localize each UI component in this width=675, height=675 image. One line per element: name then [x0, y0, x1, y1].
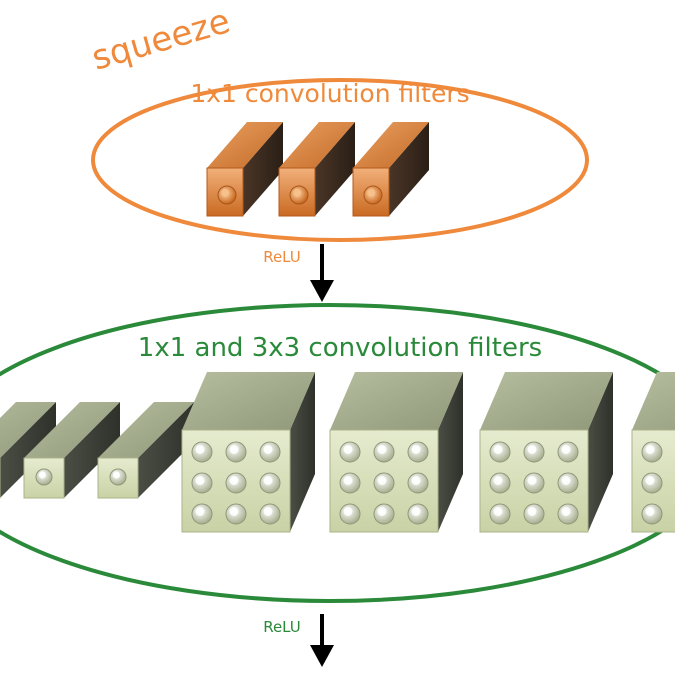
filter-knob [289, 185, 309, 205]
expand-small-filter [0, 402, 56, 499]
filter-knob [557, 441, 579, 463]
expand-small-filter [23, 402, 120, 499]
expand-ellipse [0, 303, 675, 603]
relu-label-bottom: ReLU [263, 618, 301, 636]
squeeze-filter [352, 122, 429, 217]
filter-knob [373, 472, 395, 494]
expand-filter-group [0, 372, 675, 533]
filter-knob [407, 472, 429, 494]
squeeze-filter-group [206, 122, 429, 217]
squeeze-filter [206, 122, 283, 217]
relu-label-top: ReLU [263, 248, 301, 266]
expand-large-filter [631, 372, 675, 533]
filter-knob [225, 441, 247, 463]
filter-knob [523, 441, 545, 463]
filter-knob [641, 472, 663, 494]
expand-large-filter [181, 372, 315, 533]
expand-large-filter [479, 372, 613, 533]
filter-knob [191, 441, 213, 463]
squeeze-filter [278, 122, 355, 217]
filter-knob [557, 472, 579, 494]
filter-knob [523, 503, 545, 525]
filter-knob [225, 503, 247, 525]
filter-knob [339, 503, 361, 525]
filter-knob [225, 472, 247, 494]
expand-small-filter [97, 402, 194, 499]
squeeze-title: squeeze [87, 1, 234, 78]
filter-knob [641, 503, 663, 525]
filter-knob [217, 185, 237, 205]
filter-knob [407, 503, 429, 525]
filter-knob [373, 503, 395, 525]
filter-knob [407, 441, 429, 463]
squeeze-subtitle: 1x1 convolution filters [190, 79, 469, 108]
filter-knob [523, 472, 545, 494]
filter-knob [259, 503, 281, 525]
filter-knob [191, 503, 213, 525]
expand-large-filter [329, 372, 463, 533]
filter-knob [489, 472, 511, 494]
filter-knob [191, 472, 213, 494]
filter-knob [641, 441, 663, 463]
filter-knob [489, 503, 511, 525]
filter-knob [109, 468, 127, 486]
filter-knob [363, 185, 383, 205]
squeeze-ellipse [91, 78, 589, 242]
filter-knob [339, 472, 361, 494]
arrow-down-icon [310, 244, 334, 302]
filter-knob [489, 441, 511, 463]
filter-knob [35, 468, 53, 486]
filter-knob [557, 503, 579, 525]
filter-knob [259, 472, 281, 494]
expand-subtitle: 1x1 and 3x3 convolution filters [138, 333, 542, 363]
arrow-down-icon [310, 614, 334, 667]
filter-knob [339, 441, 361, 463]
filter-knob [373, 441, 395, 463]
filter-knob [259, 441, 281, 463]
